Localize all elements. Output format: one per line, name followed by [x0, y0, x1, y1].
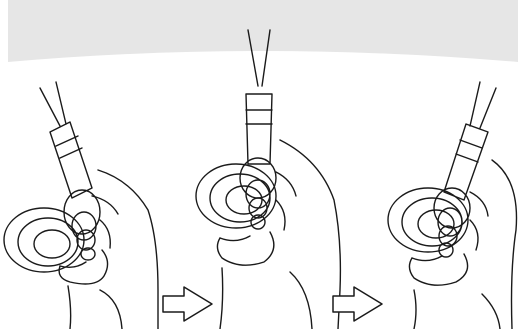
panel-3-hand-holding-plug-icon	[388, 82, 517, 329]
arrow-right-icon	[163, 287, 212, 321]
panel-2-hand-holding-plug-icon	[196, 30, 340, 329]
header-banner	[8, 0, 518, 62]
panel-1-hand-holding-plug-icon	[4, 82, 158, 329]
